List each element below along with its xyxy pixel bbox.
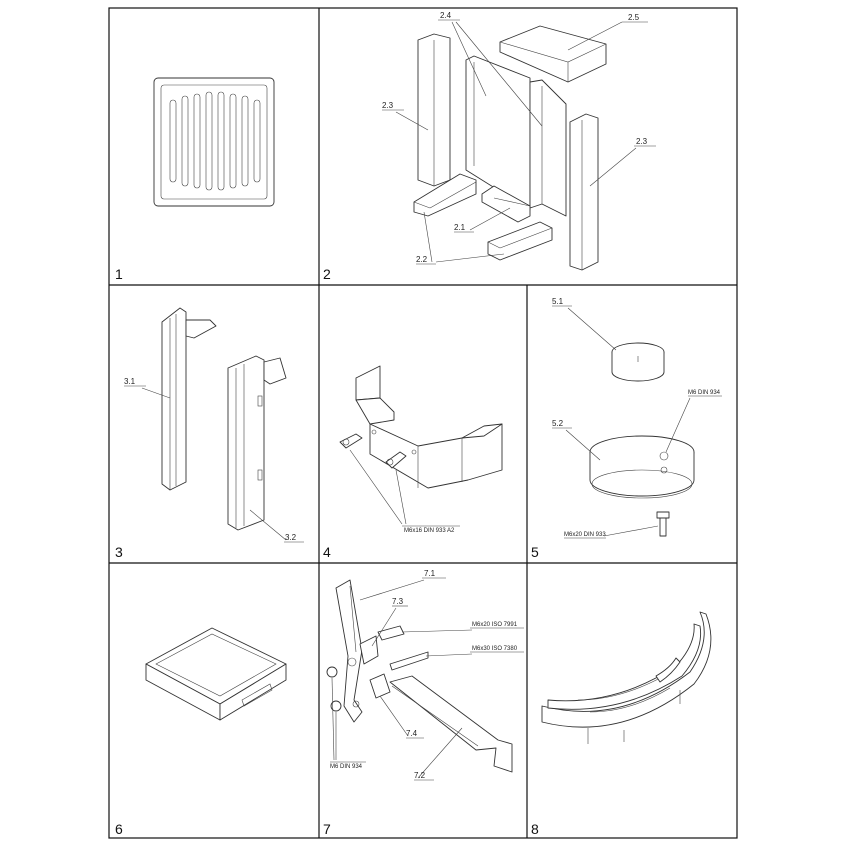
label-2-1: 2.1	[454, 223, 466, 232]
label-2-3-right: 2.3	[636, 137, 648, 146]
panel-number: 6	[115, 821, 123, 837]
label-bolt-m6x16: M6x16 DIN 933 A2	[404, 528, 455, 534]
panel-8: 8	[531, 611, 712, 837]
panel-7: 7.1 7.3 M6x20 ISO 7991 M6x30 ISO 7380 7.…	[323, 569, 524, 837]
panel-2: 2.5 2.4 2.3 2.3 2.1 2.2 2	[323, 11, 656, 282]
label-2-5: 2.5	[628, 13, 640, 22]
label-7-2: 7.2	[414, 771, 426, 780]
label-2-4: 2.4	[440, 11, 452, 20]
label-5-2: 5.2	[552, 419, 564, 428]
grate-drawing	[153, 77, 275, 207]
heat-shield-drawing	[339, 365, 503, 489]
panel-1: 1	[115, 77, 275, 282]
label-screw-m6x20: M6x20 ISO 7991	[472, 622, 518, 628]
panel-number: 3	[115, 544, 123, 560]
label-screw-m6x30: M6x30 ISO 7380	[472, 646, 518, 652]
panel-number: 8	[531, 821, 539, 837]
label-3-2: 3.2	[285, 533, 297, 542]
panel-grid	[108, 7, 738, 839]
panel-number: 7	[323, 821, 331, 837]
ash-pan-drawing	[145, 627, 287, 721]
label-nut-m6: M6 DIN 934	[688, 390, 721, 396]
curved-frame-drawing	[541, 611, 712, 744]
flue-collar-drawing	[589, 342, 695, 537]
label-5-1: 5.1	[552, 297, 564, 306]
panel-number: 2	[323, 266, 331, 282]
panel-3: 3.1 3.2 3	[115, 307, 304, 560]
air-control-drawing	[326, 579, 513, 773]
leader-lines	[124, 385, 304, 543]
label-2-3-left: 2.3	[382, 101, 394, 110]
side-rails-drawing	[161, 307, 287, 531]
leader-lines	[382, 19, 656, 265]
label-7-4: 7.4	[406, 729, 418, 738]
label-2-2: 2.2	[416, 255, 428, 264]
firebricks-drawing	[413, 25, 607, 271]
leader-lines	[552, 305, 722, 539]
label-7-3: 7.3	[392, 597, 404, 606]
panel-5: 5.1 5.2 M6 DIN 934 M6x20 DIN 933 5	[531, 297, 722, 560]
panel-number: 4	[323, 544, 331, 560]
label-bolt-m6x20: M6x20 DIN 933	[564, 532, 606, 538]
label-3-1: 3.1	[124, 377, 136, 386]
label-nut-m6: M6 DIN 934	[330, 764, 363, 770]
leader-lines	[330, 577, 524, 781]
panel-4: M6x16 DIN 933 A2 4	[323, 365, 503, 560]
panel-6: 6	[115, 627, 287, 837]
leader-lines	[349, 449, 460, 527]
panel-number: 1	[115, 266, 123, 282]
panel-number: 5	[531, 544, 539, 560]
label-7-1: 7.1	[424, 569, 436, 578]
